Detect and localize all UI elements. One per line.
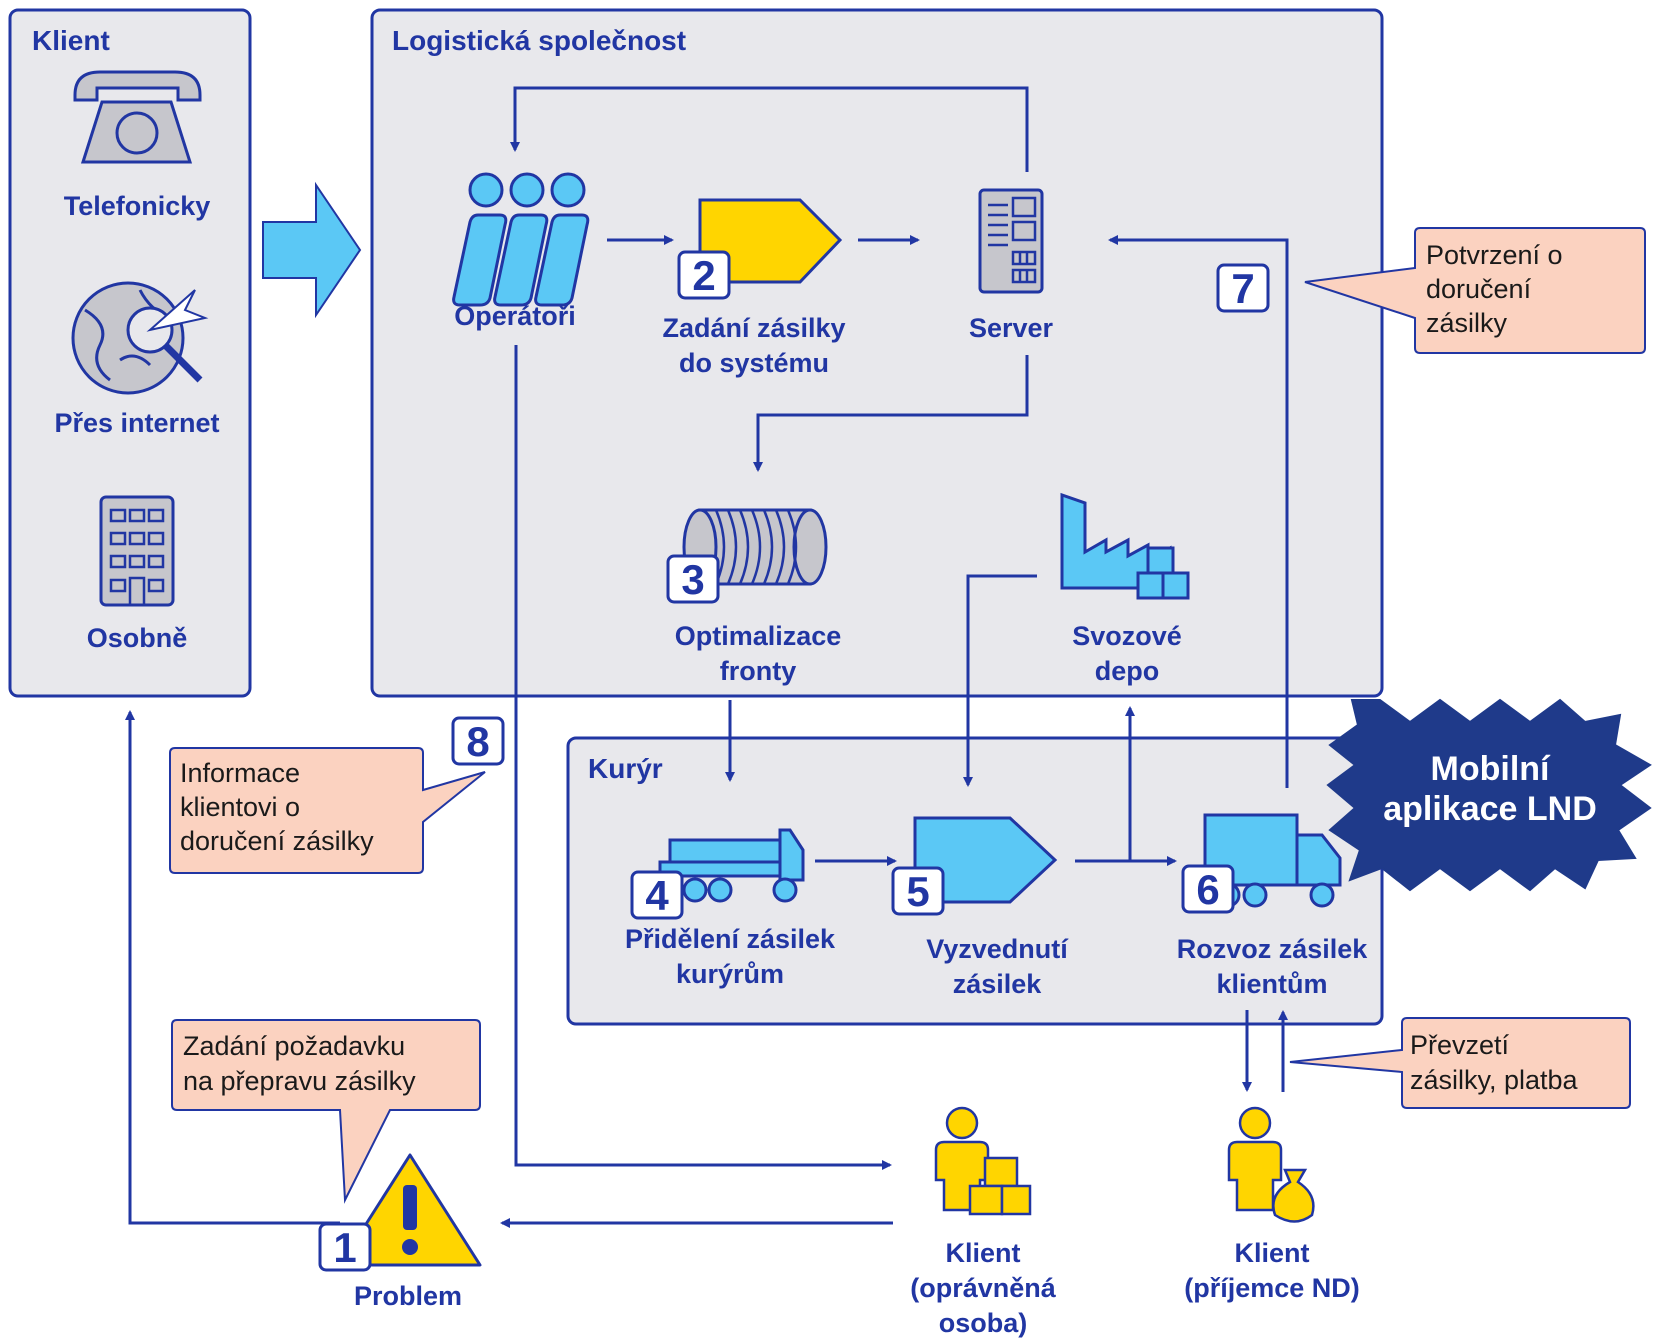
node-label-rozvoz-2: klientům: [1216, 969, 1327, 999]
svg-text:Zadání požadavku: Zadání požadavku: [183, 1031, 405, 1061]
callout-informace: Informace klientovi o doručení zásilky: [169, 747, 486, 874]
globe-search-icon: [71, 281, 209, 395]
operators-icon: [452, 172, 590, 307]
node-label-zadani-2: do systému: [679, 348, 829, 378]
step-2: 2: [677, 250, 731, 300]
svg-text:5: 5: [906, 868, 929, 915]
node-label-depo-1: Svozové: [1072, 621, 1182, 651]
channel-label-internet: Přes internet: [54, 408, 219, 438]
arrow-operatori-to-klient-opr: [514, 345, 892, 1170]
node-label-klient-opr-2: (oprávněná: [910, 1273, 1057, 1303]
channel-label-telefonicky: Telefonicky: [64, 191, 211, 221]
svg-text:na přepravu zásilky: na přepravu zásilky: [183, 1066, 416, 1096]
arrow-depo-to-vyzved: [963, 574, 1037, 787]
building-icon: [99, 495, 175, 607]
svg-text:zásilky: zásilky: [1426, 308, 1508, 338]
factory-depot-icon: [1060, 492, 1190, 600]
step-7: 7: [1216, 263, 1270, 313]
panel-klient-title: Klient: [32, 25, 110, 56]
node-label-depo-2: depo: [1095, 656, 1160, 686]
channel-label-osobne: Osobně: [87, 623, 188, 653]
node-label-klient-opr-1: Klient: [945, 1238, 1020, 1268]
callout-zadani-pozadavku: Zadání požadavku na přepravu zásilky: [171, 1019, 481, 1204]
node-label-operatori: Operátoři: [454, 301, 576, 331]
flatbed-truck-icon: [658, 828, 805, 903]
svg-text:6: 6: [1196, 866, 1219, 913]
svg-text:Mobilní: Mobilní: [1431, 750, 1552, 788]
node-label-rozvoz-1: Rozvoz zásilek: [1177, 934, 1369, 964]
node-label-optim-1: Optimalizace: [675, 621, 842, 651]
panel-logistika: Logistická společnost: [370, 8, 1384, 698]
step-1: 1: [318, 1222, 372, 1272]
arrow-server-to-optim: [753, 355, 1029, 472]
svg-text:7: 7: [1231, 265, 1254, 312]
node-label-server: Server: [969, 313, 1054, 343]
server-icon: [978, 188, 1044, 294]
node-label-klient-prij-1: Klient: [1234, 1238, 1309, 1268]
node-label-vyzved-1: Vyzvednutí: [926, 934, 1069, 964]
flow-arrow-icon: [262, 181, 362, 319]
step-3: 3: [666, 554, 720, 604]
step-5: 5: [891, 866, 945, 916]
svg-text:Potvrzení o: Potvrzení o: [1426, 240, 1563, 270]
node-label-zadani-1: Zadání zásilky: [662, 313, 845, 343]
arrow-rozvoz-to-server: [1108, 235, 1289, 788]
person-with-bag-icon: [1227, 1106, 1315, 1223]
svg-text:zásilky, platba: zásilky, platba: [1410, 1065, 1579, 1095]
node-label-vyzved-2: zásilek: [953, 969, 1043, 999]
callout-prevzeti: Převzetí zásilky, platba: [1289, 1017, 1631, 1109]
connectors: [125, 86, 1289, 1228]
step-6: 6: [1181, 864, 1235, 914]
svg-text:4: 4: [645, 872, 669, 919]
node-label-klient-opr-3: osoba): [939, 1308, 1028, 1338]
step-4: 4: [630, 870, 684, 920]
svg-text:2: 2: [692, 252, 715, 299]
node-label-klient-prij-2: (příjemce ND): [1184, 1273, 1360, 1303]
svg-text:klientovi o: klientovi o: [180, 792, 300, 822]
svg-text:Převzetí: Převzetí: [1410, 1030, 1510, 1060]
node-label-prideleni-1: Přidělení zásilek: [625, 924, 836, 954]
svg-text:aplikace LND: aplikace LND: [1383, 790, 1597, 828]
person-with-boxes-icon: [934, 1106, 1032, 1216]
callout-potvrzeni: Potvrzení o doručení zásilky: [1304, 227, 1646, 354]
arrow-server-to-operatori: [510, 86, 1029, 172]
panel-kuryr-title: Kurýr: [588, 753, 663, 784]
node-label-problem: Problem: [354, 1281, 462, 1311]
mobile-app-badge: Mobilní aplikace LND: [1326, 698, 1652, 892]
panel-logistika-title: Logistická společnost: [392, 25, 686, 56]
svg-text:doručení zásilky: doručení zásilky: [180, 826, 374, 856]
svg-text:doručení: doručení: [1426, 274, 1532, 304]
svg-text:3: 3: [681, 556, 704, 603]
node-label-optim-2: fronty: [720, 656, 797, 686]
warning-icon: [338, 1153, 482, 1267]
svg-text:1: 1: [333, 1224, 356, 1271]
svg-text:Informace: Informace: [180, 758, 300, 788]
step-badges: 2 3 7 8 4 5 6 1: [318, 250, 1270, 1272]
svg-text:8: 8: [466, 718, 489, 765]
step-8: 8: [451, 716, 505, 766]
node-label-prideleni-2: kurýrům: [676, 959, 784, 989]
telephone-icon: [73, 70, 202, 164]
arrow-problem-to-klient: [125, 710, 340, 1225]
